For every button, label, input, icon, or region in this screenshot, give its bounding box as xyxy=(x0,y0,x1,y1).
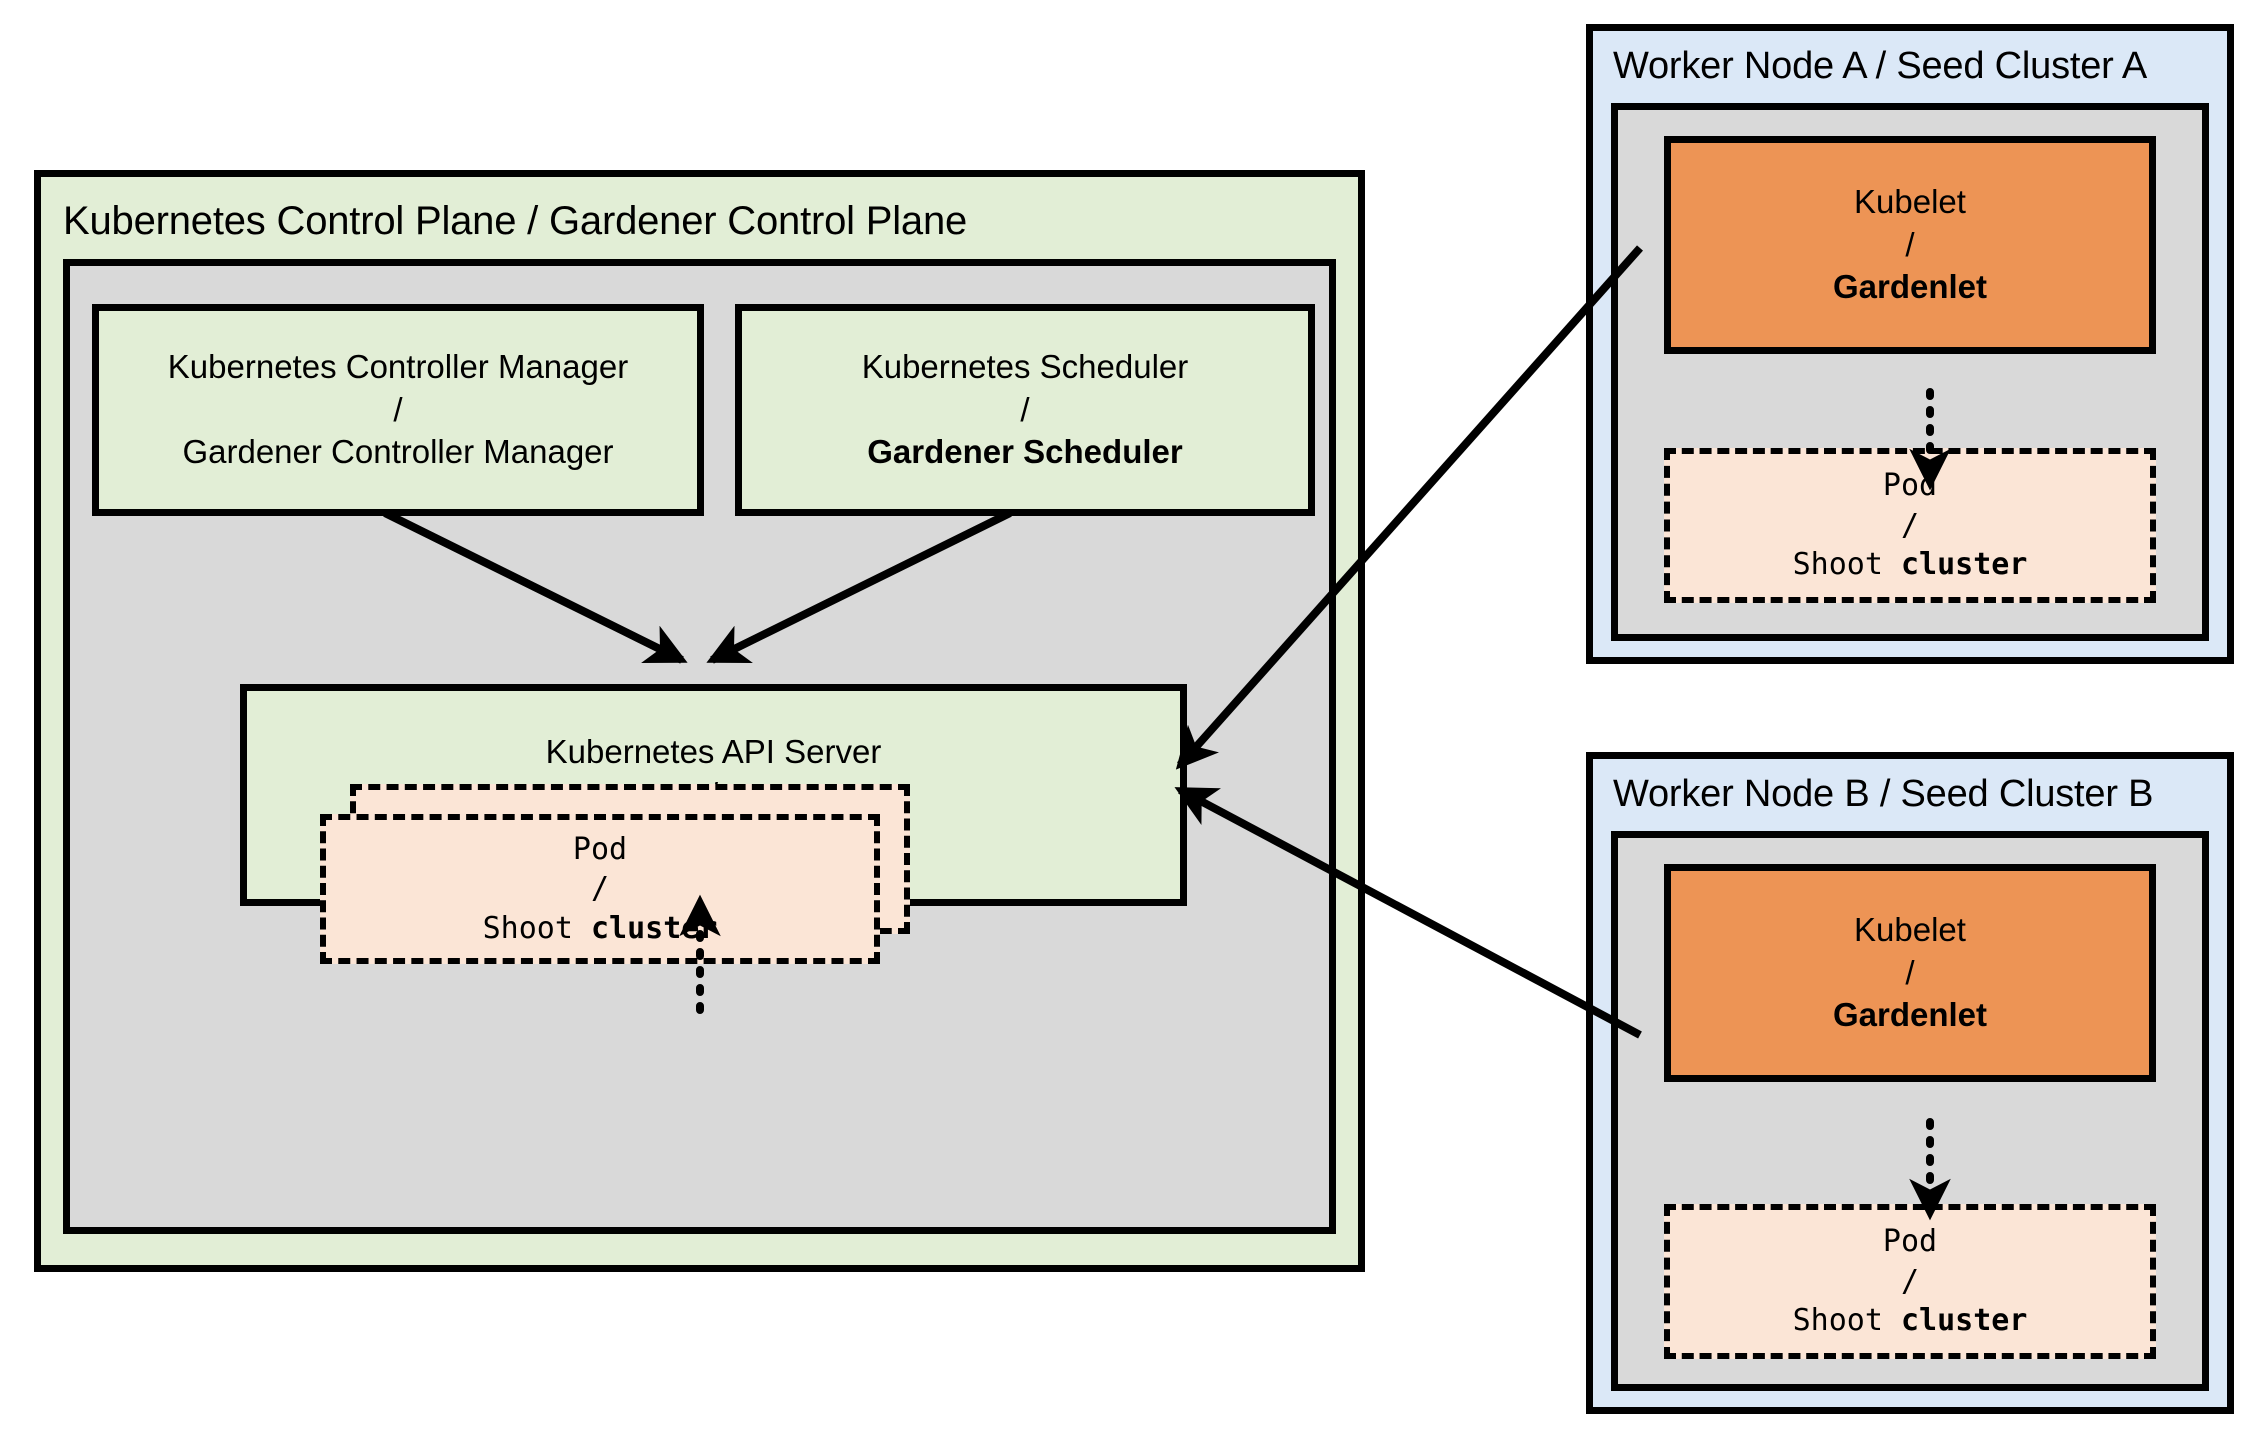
worker-node-b-kubelet-line2: Gardenlet xyxy=(1832,996,1988,1034)
worker-node-a-kubelet-line2: Gardenlet xyxy=(1832,268,1988,306)
control-plane-pod-line1: Pod xyxy=(572,831,628,867)
control-plane-title: Kubernetes Control Plane / Gardener Cont… xyxy=(63,199,968,243)
worker-node-b-pod-line2-bold: cluster xyxy=(1900,1303,2028,1339)
control-plane-pod[interactable]: Pod / Shoot cluster xyxy=(320,814,880,964)
worker-node-b-kubelet-line1: Kubelet xyxy=(1854,910,1966,948)
control-plane-pod-line2-plain: Shoot xyxy=(482,910,591,946)
worker-node-b-kubelet[interactable]: Kubelet / Gardenlet xyxy=(1664,864,2156,1082)
control-plane-pod-line2: Shoot cluster xyxy=(483,909,718,949)
control-plane-inner-area: Kubernetes Controller Manager / Gardener… xyxy=(63,259,1336,1234)
controller-manager-separator: / xyxy=(393,390,403,428)
worker-node-b-pod-line2: Shoot cluster xyxy=(1793,1301,2028,1341)
scheduler-line1: Kubernetes Scheduler xyxy=(861,347,1189,385)
worker-node-a-pod-line2-bold: cluster xyxy=(1900,547,2028,583)
worker-node-b-title: Worker Node B / Seed Cluster B xyxy=(1613,773,2154,815)
scheduler-separator: / xyxy=(1020,390,1030,428)
component-scheduler[interactable]: Kubernetes Scheduler / Gardener Schedule… xyxy=(735,304,1315,516)
worker-node-a-pod-line2-plain: Shoot xyxy=(1792,547,1901,583)
api-server-line1: Kubernetes API Server xyxy=(545,732,882,770)
worker-node-b-pod-line2-plain: Shoot xyxy=(1792,1303,1901,1339)
worker-node-a-title: Worker Node A / Seed Cluster A xyxy=(1613,45,2148,87)
control-plane-pod-line2-bold: cluster xyxy=(590,910,718,946)
worker-node-a-pod[interactable]: Pod / Shoot cluster xyxy=(1664,448,2156,603)
control-plane-pod-separator: / xyxy=(590,871,610,907)
component-controller-manager[interactable]: Kubernetes Controller Manager / Gardener… xyxy=(92,304,704,516)
worker-node-b-pod[interactable]: Pod / Shoot cluster xyxy=(1664,1204,2156,1359)
controller-manager-line1: Kubernetes Controller Manager xyxy=(167,347,629,385)
scheduler-line2: Gardener Scheduler xyxy=(867,433,1183,471)
worker-node-a-kubelet-separator: / xyxy=(1905,225,1915,263)
worker-node-b-panel: Worker Node B / Seed Cluster B Kubelet /… xyxy=(1586,752,2234,1414)
worker-node-b-pod-separator: / xyxy=(1900,1263,1920,1299)
worker-node-a-inner-area: Kubelet / Gardenlet Pod / Shoot cluster xyxy=(1611,103,2209,641)
worker-node-a-kubelet-line1: Kubelet xyxy=(1854,182,1966,220)
worker-node-b-inner-area: Kubelet / Gardenlet Pod / Shoot cluster xyxy=(1611,831,2209,1391)
worker-node-a-pod-line1: Pod xyxy=(1882,468,1938,504)
worker-node-a-pod-line2: Shoot cluster xyxy=(1793,545,2028,585)
control-plane-panel: Kubernetes Control Plane / Gardener Cont… xyxy=(34,170,1365,1272)
worker-node-b-kubelet-separator: / xyxy=(1905,953,1915,991)
controller-manager-line2: Gardener Controller Manager xyxy=(182,433,614,471)
worker-node-a-pod-separator: / xyxy=(1900,507,1920,543)
worker-node-b-pod-line1: Pod xyxy=(1882,1224,1938,1260)
worker-node-a-panel: Worker Node A / Seed Cluster A Kubelet /… xyxy=(1586,24,2234,664)
worker-node-a-kubelet[interactable]: Kubelet / Gardenlet xyxy=(1664,136,2156,354)
